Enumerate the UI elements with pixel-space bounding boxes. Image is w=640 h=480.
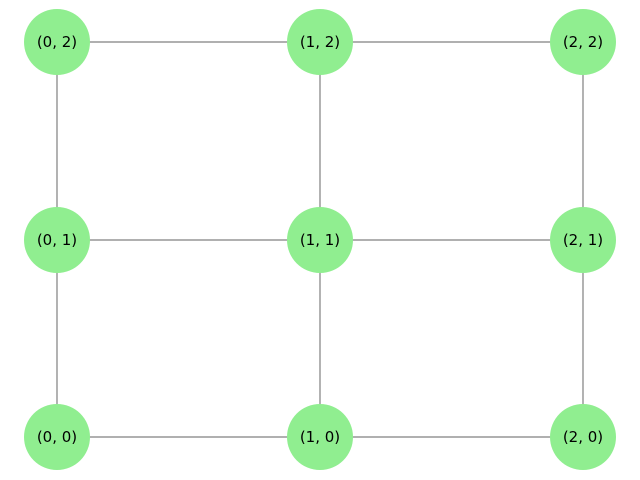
node-label: (2, 2): [563, 33, 603, 51]
graph-node[interactable]: (2, 2): [550, 9, 616, 75]
node-circle[interactable]: [287, 404, 353, 470]
node-circle[interactable]: [24, 9, 90, 75]
graph-node[interactable]: (2, 1): [550, 207, 616, 273]
graph-node[interactable]: (2, 0): [550, 404, 616, 470]
graph-node[interactable]: (1, 1): [287, 207, 353, 273]
nodes-layer: (0, 2) (1, 2) (2, 2) (0, 1) (1, 1) (2, 1) (0, …: [24, 9, 616, 470]
node-circle[interactable]: [24, 404, 90, 470]
graph-node[interactable]: (1, 2): [287, 9, 353, 75]
node-label: (1, 0): [300, 428, 340, 446]
node-circle[interactable]: [287, 9, 353, 75]
graph-node[interactable]: (0, 1): [24, 207, 90, 273]
node-label: (1, 1): [300, 231, 340, 249]
node-label: (0, 1): [37, 231, 77, 249]
node-label: (0, 0): [37, 428, 77, 446]
graph-node[interactable]: (0, 2): [24, 9, 90, 75]
node-label: (0, 2): [37, 33, 77, 51]
node-circle[interactable]: [550, 404, 616, 470]
graph-node[interactable]: (1, 0): [287, 404, 353, 470]
node-circle[interactable]: [287, 207, 353, 273]
node-circle[interactable]: [550, 207, 616, 273]
node-label: (2, 1): [563, 231, 603, 249]
node-circle[interactable]: [550, 9, 616, 75]
node-label: (2, 0): [563, 428, 603, 446]
graph-node[interactable]: (0, 0): [24, 404, 90, 470]
node-label: (1, 2): [300, 33, 340, 51]
node-circle[interactable]: [24, 207, 90, 273]
